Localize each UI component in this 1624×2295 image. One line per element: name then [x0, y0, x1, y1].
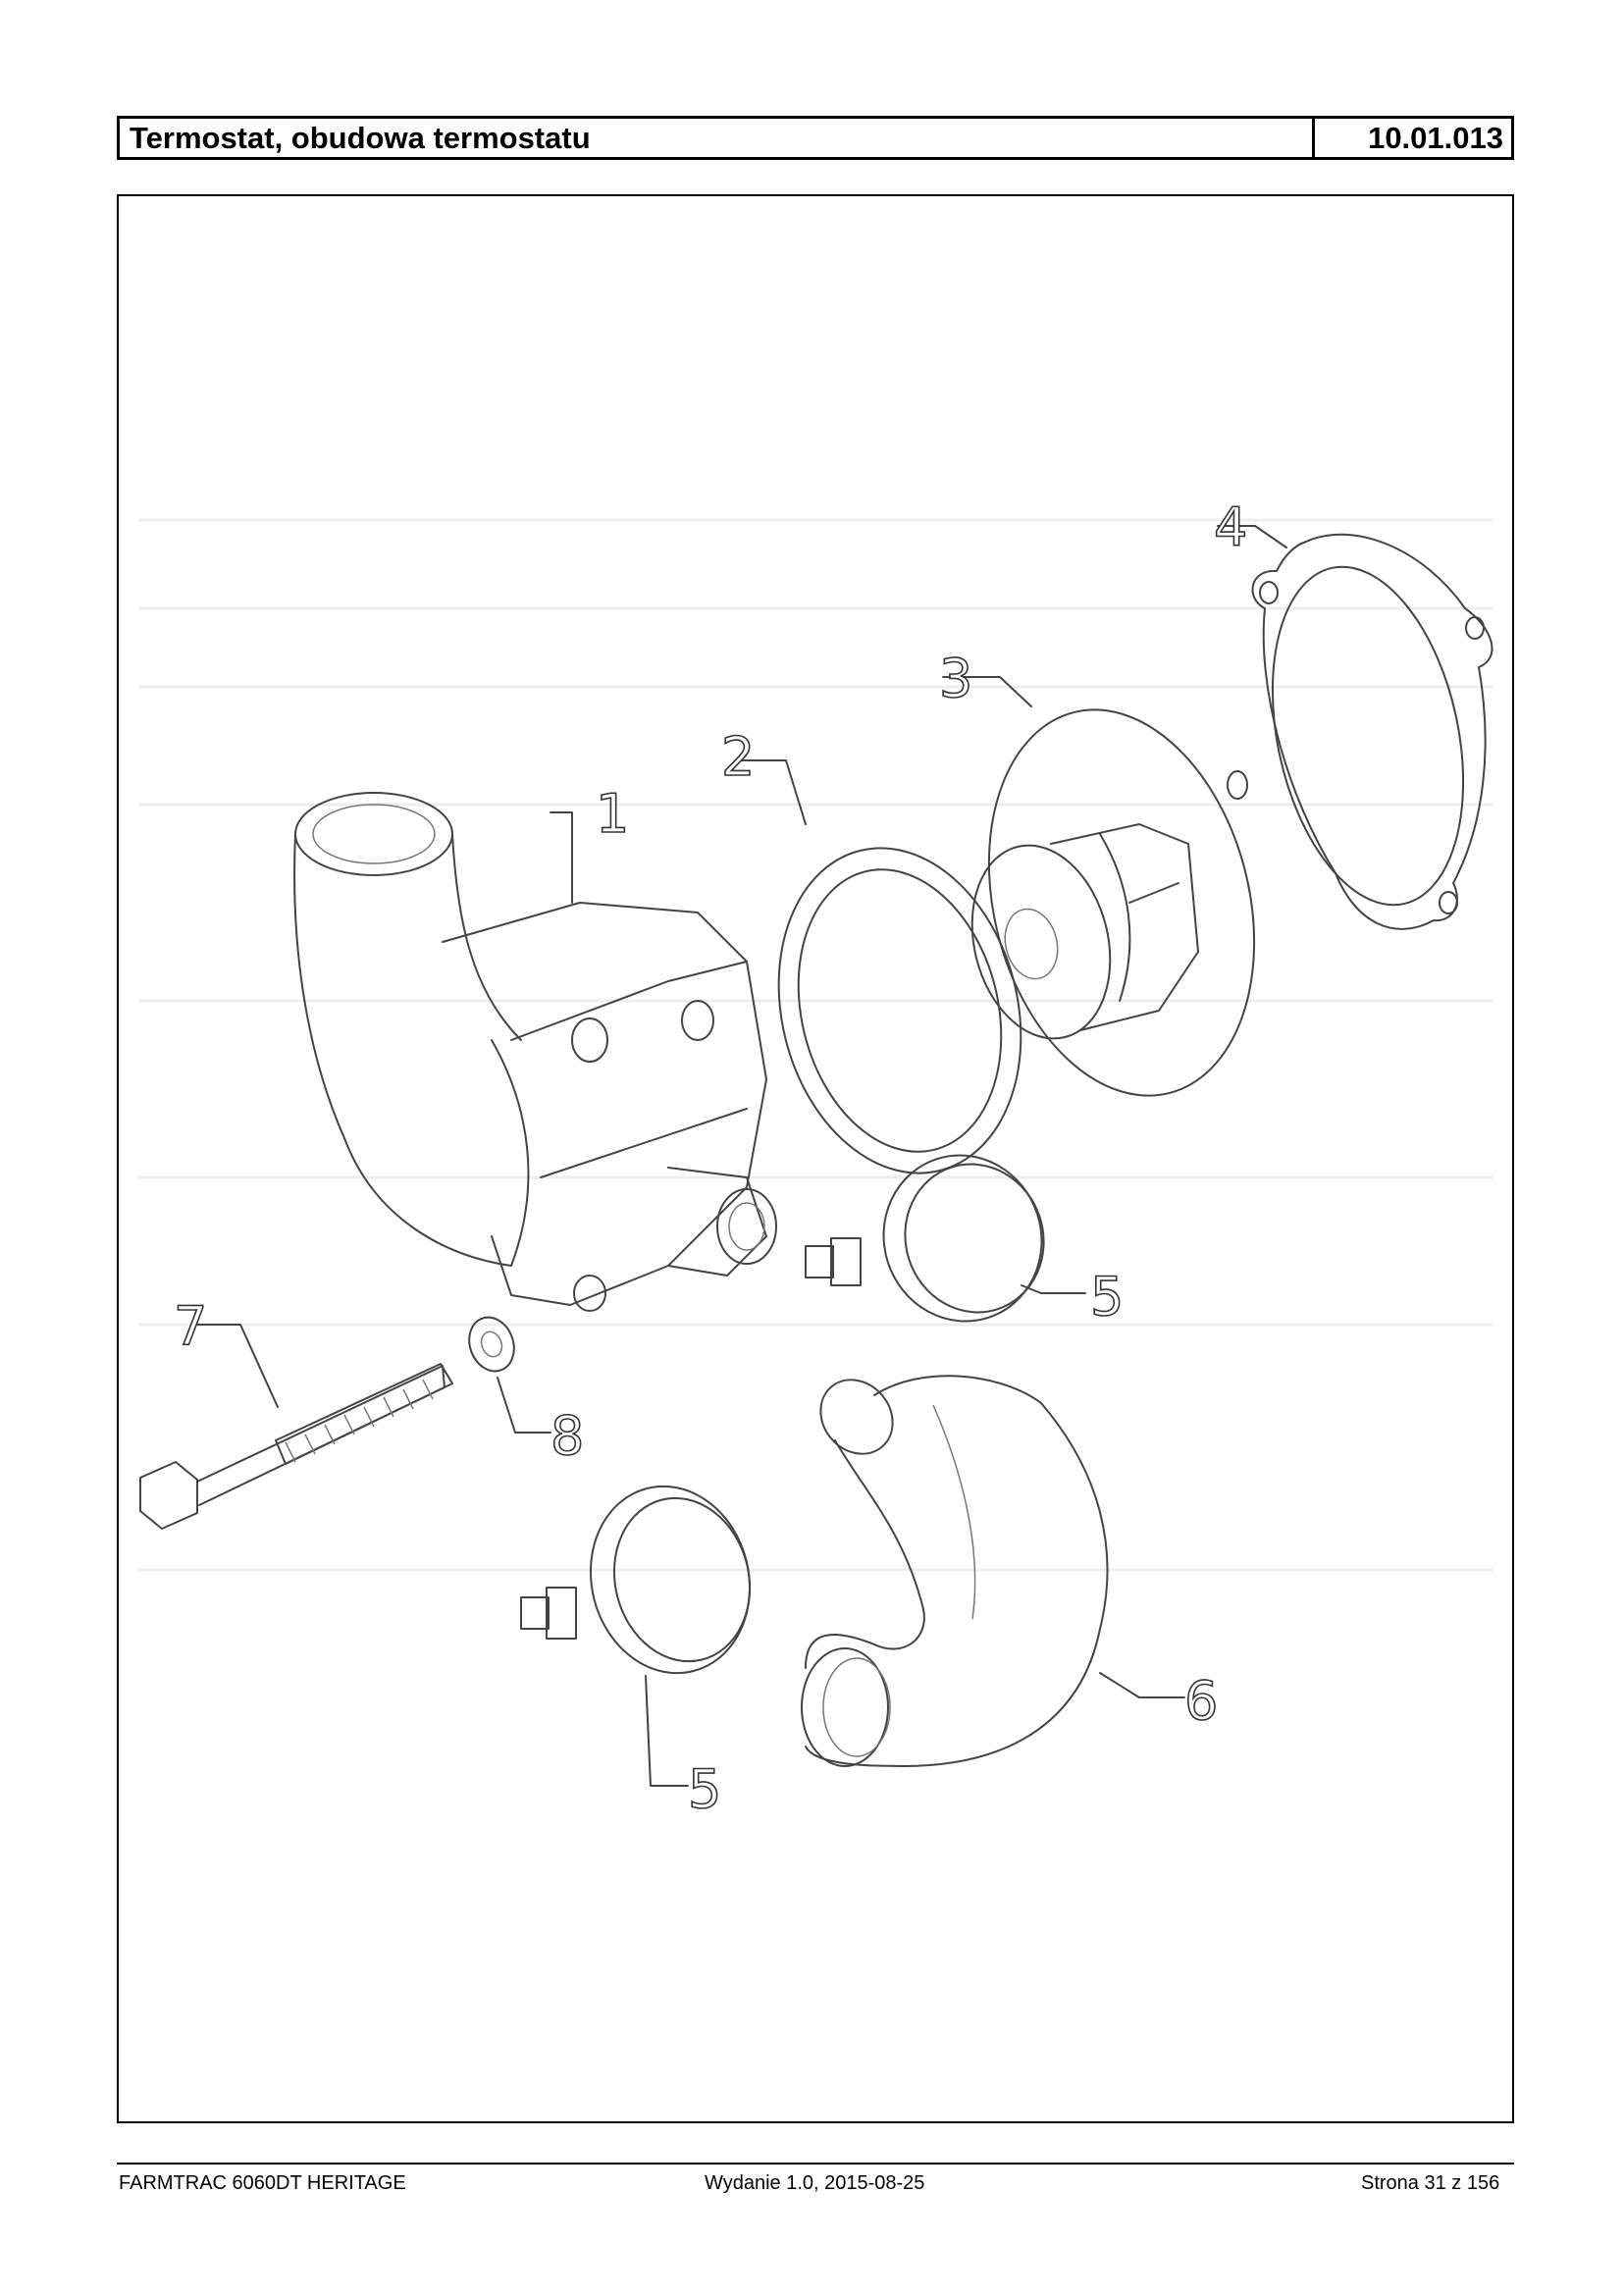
- part-bolt: [139, 1363, 453, 1530]
- exploded-diagram: 1 2 3 4 5 6 7 8 5: [138, 496, 1493, 1821]
- section-code: 10.01.013: [1368, 121, 1503, 155]
- leader-lines: [196, 525, 1287, 1787]
- part-thermostat-housing: [293, 792, 777, 1312]
- callout-7: 7: [174, 1295, 207, 1357]
- callout-2: 2: [721, 726, 755, 788]
- part-hose-clamp-lower: [520, 1485, 752, 1675]
- callout-5-lower: 5: [688, 1758, 721, 1820]
- callout-1: 1: [596, 783, 629, 845]
- footer-page-number: Strona 31 z 156: [1361, 2172, 1500, 2194]
- callout-5-upper: 5: [1090, 1266, 1124, 1328]
- part-gasket-ring: [777, 847, 1022, 1174]
- footer-edition: Wydanie 1.0, 2015-08-25: [705, 2172, 925, 2194]
- callout-8: 8: [550, 1405, 584, 1467]
- page-title: Termostat, obudowa termostatu: [120, 119, 1315, 157]
- callout-labels: 1 2 3 4 5 6 7 8 5: [173, 496, 1248, 1821]
- part-washer: [468, 1316, 515, 1373]
- callout-6: 6: [1184, 1670, 1218, 1732]
- part-coolant-hose: [801, 1375, 1109, 1767]
- background-haze: [138, 518, 1493, 1572]
- callout-3: 3: [939, 648, 972, 709]
- callout-4: 4: [1214, 496, 1247, 558]
- footer-divider: [117, 2163, 1514, 2165]
- part-cover-gasket: [1251, 533, 1493, 930]
- part-hose-clamp-upper: [805, 1154, 1045, 1323]
- exploded-diagram-frame: 1 2 3 4 5 6 7 8 5: [117, 194, 1514, 2123]
- page-header: Termostat, obudowa termostatu 10.01.013: [117, 116, 1514, 160]
- footer-model: FARMTRAC 6060DT HERITAGE: [119, 2172, 406, 2194]
- part-thermostat: [970, 708, 1256, 1097]
